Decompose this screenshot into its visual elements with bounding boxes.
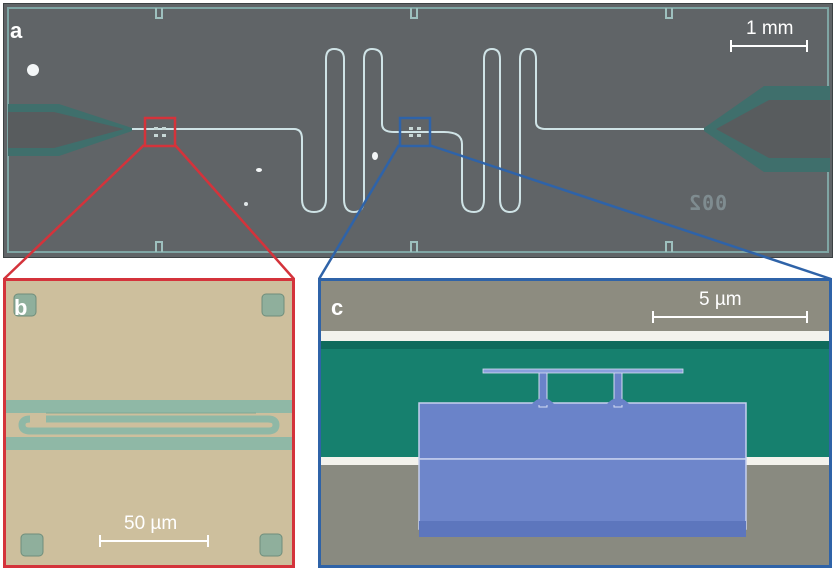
chip-overview-panel: 002 a 1 mm [3,3,833,258]
panel-c-scale-bar [652,311,808,323]
optical-micrograph-panel: b 50 µm [3,278,295,568]
corner-pad-tr [261,293,285,317]
panel-b-letter: b [14,295,28,320]
sem-image-drawing [321,281,829,565]
sem-image-panel: c 5 µm [318,278,832,568]
top-edge [321,331,829,341]
device-block [418,368,747,537]
panel-c-letter: c [331,295,344,320]
corner-pad-tl [13,293,37,317]
waveguide-structure [6,400,292,450]
zoom-box-b [143,116,177,148]
panel-a-letter: a [10,18,23,43]
panel-b-scale-bar [99,535,209,547]
chip-overview-drawing [4,4,832,257]
zoom-box-c [398,116,432,148]
corner-pad-br [259,533,283,557]
panel-c-scale-label: 5 µm [699,289,742,310]
chip-id-label: 002 [688,191,728,215]
panel-a-scale-label: 1 mm [746,18,794,39]
optical-micrograph-drawing [6,281,292,565]
speck-1 [27,64,39,76]
panel-a-scale-bar [730,40,808,52]
corner-pad-bl [20,533,44,557]
panel-b-scale-label: 50 µm [124,513,178,534]
